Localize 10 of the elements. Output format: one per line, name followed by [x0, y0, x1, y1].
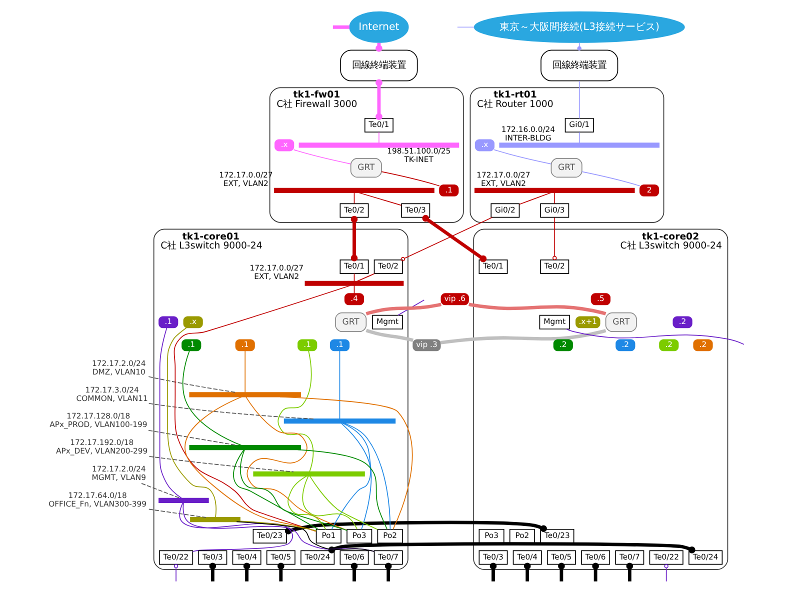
node-text: 172.17.128.0/18 APx_PROD, VLAN100-199 [49, 412, 147, 430]
node-text: 172.17.192.0/18 APx_DEV, VLAN200-299 [55, 438, 148, 456]
node-text: 172.17.2.0/24 DMZ, VLAN10 [92, 358, 146, 376]
node-text: 172.17.2.0/24 MGMT, VLAN9 [91, 464, 146, 482]
node-text: 172.17.3.0/24 COMMON, VLAN11 [76, 385, 148, 403]
node-label: 172.17.0.0/27 EXT, VLAN2 [249, 263, 304, 281]
node-text: 172.17.64.0/18 OFFICE_Fn, VLAN300-399 [48, 491, 146, 509]
node-label: 198.51.100.0/25 TK-INET [386, 146, 450, 164]
node-label: 172.16.0.0/24 INTER-BLDG [500, 125, 555, 143]
node-label: 172.17.0.0/27 EXT, VLAN2 [476, 170, 530, 188]
